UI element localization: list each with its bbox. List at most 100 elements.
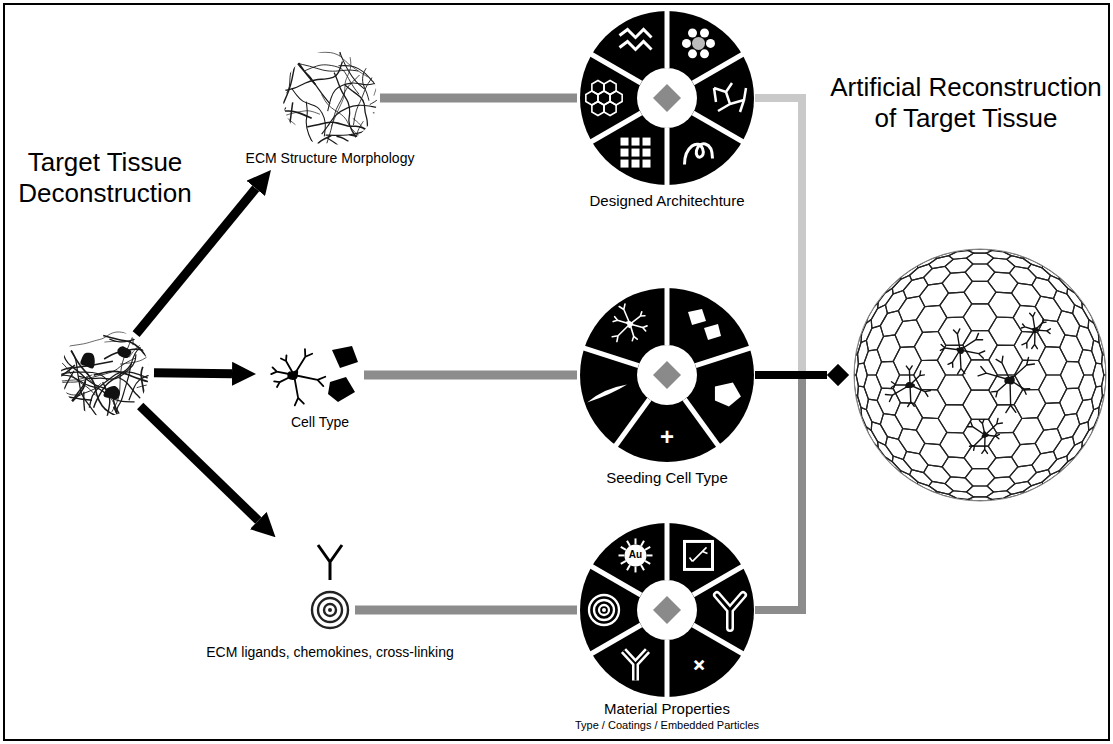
illustration-part bbox=[619, 554, 625, 556]
cell-type-icon: Cell Type bbox=[260, 340, 380, 431]
illustration-part bbox=[1053, 290, 1074, 313]
illustration-part bbox=[690, 547, 708, 561]
illustration-part bbox=[587, 384, 627, 402]
illustration-part bbox=[328, 377, 355, 402]
illustration-part bbox=[580, 287, 754, 462]
illustration-part bbox=[693, 54, 743, 83]
illustration-part bbox=[715, 382, 741, 406]
node-label: Target Tissue Deconstruction bbox=[5, 147, 205, 209]
illustration-part bbox=[635, 566, 637, 572]
illustration-part bbox=[327, 138, 368, 146]
illustration-part bbox=[339, 66, 378, 109]
illustration-part bbox=[1032, 451, 1057, 472]
illustration-part bbox=[985, 418, 1002, 435]
illustration-part bbox=[917, 257, 937, 267]
illustration-part bbox=[1023, 257, 1043, 267]
illustration-part bbox=[583, 348, 638, 366]
illustration-part bbox=[621, 149, 629, 157]
illustration-part bbox=[1004, 252, 1026, 258]
flow-connector bbox=[355, 606, 577, 615]
illustration-part bbox=[1004, 492, 1026, 498]
illustration-part bbox=[621, 547, 626, 550]
illustration-part bbox=[129, 327, 150, 357]
illustration-part bbox=[589, 595, 619, 625]
illustration-part bbox=[688, 309, 721, 340]
illustration-part bbox=[580, 522, 754, 698]
label-holder: Designed Architechture bbox=[539, 192, 795, 210]
illustration-part bbox=[591, 625, 641, 654]
illustration-part bbox=[1042, 266, 1060, 280]
illustration-part bbox=[1042, 470, 1060, 484]
flow-connector bbox=[364, 371, 577, 380]
illustration-part bbox=[715, 382, 741, 406]
illustration-part bbox=[696, 348, 751, 366]
illustration-part bbox=[357, 136, 371, 146]
illustration-part bbox=[328, 83, 377, 111]
illustration-part bbox=[627, 541, 630, 546]
illustration-part bbox=[587, 384, 627, 402]
illustration-part bbox=[706, 39, 715, 48]
illustration-part bbox=[285, 50, 331, 104]
illustration-part bbox=[119, 378, 150, 417]
illustration-part bbox=[693, 625, 743, 654]
illustration-part bbox=[917, 482, 937, 492]
illustration-part bbox=[580, 288, 754, 462]
illustration-part bbox=[632, 138, 640, 146]
illustration-part bbox=[60, 381, 85, 417]
illustration-part bbox=[327, 75, 360, 143]
illustration-part bbox=[924, 465, 951, 484]
node-label: Artificial Reconstruction of Target Tiss… bbox=[826, 72, 1106, 134]
illustration-part bbox=[963, 390, 997, 419]
reconstructed-tissue: Artificial Reconstruction of Target Tiss… bbox=[852, 247, 1108, 503]
illustration-part bbox=[324, 604, 336, 616]
illustration-part bbox=[653, 596, 681, 624]
flow-connector bbox=[755, 98, 827, 375]
illustration-part bbox=[592, 81, 604, 95]
illustration-part bbox=[1092, 386, 1103, 410]
illustration-part bbox=[665, 640, 670, 698]
gold-particle-label: Au bbox=[629, 550, 642, 560]
illustration-part bbox=[1035, 429, 1061, 454]
illustration-part bbox=[905, 382, 915, 388]
illustration-part bbox=[282, 101, 295, 124]
illustration-part bbox=[624, 651, 648, 681]
illustration-part bbox=[294, 375, 304, 405]
illustration-part bbox=[1009, 465, 1036, 484]
illustration-part bbox=[282, 102, 293, 146]
illustration-part bbox=[149, 327, 150, 365]
frame-border bbox=[4, 4, 1109, 740]
illustration-part bbox=[60, 375, 92, 391]
illustration-part bbox=[60, 371, 74, 417]
illustration-part bbox=[643, 149, 651, 157]
illustration-part bbox=[1023, 482, 1043, 492]
illustration-part bbox=[347, 121, 363, 146]
illustration-part bbox=[717, 595, 743, 628]
illustration-part bbox=[294, 375, 325, 386]
flow-connector bbox=[380, 94, 577, 103]
illustration-part bbox=[619, 538, 653, 572]
node-shape bbox=[260, 340, 380, 410]
illustration-part bbox=[103, 336, 150, 370]
illustration-part bbox=[292, 88, 325, 136]
illustration-part bbox=[1088, 320, 1099, 343]
illustration-part bbox=[1032, 277, 1057, 298]
illustration-part bbox=[714, 83, 746, 112]
illustration-part bbox=[373, 70, 378, 115]
illustration-part bbox=[854, 249, 1106, 501]
illustration-part bbox=[312, 592, 348, 628]
plus-sign: + bbox=[660, 425, 674, 449]
illustration-part bbox=[586, 81, 622, 116]
illustration-part bbox=[318, 598, 342, 622]
label-holder: + bbox=[660, 425, 674, 449]
illustration-part bbox=[307, 122, 375, 135]
illustration-part bbox=[625, 544, 647, 566]
illustration-part bbox=[645, 561, 650, 564]
illustration-part bbox=[285, 61, 342, 90]
label-holder: Seeding Cell Type bbox=[539, 469, 795, 487]
illustration-part bbox=[963, 304, 996, 331]
illustration-part bbox=[282, 145, 333, 146]
illustration-part bbox=[685, 541, 713, 569]
illustration-part bbox=[682, 29, 715, 59]
illustration-part bbox=[283, 50, 306, 104]
illustration-part bbox=[312, 545, 348, 628]
